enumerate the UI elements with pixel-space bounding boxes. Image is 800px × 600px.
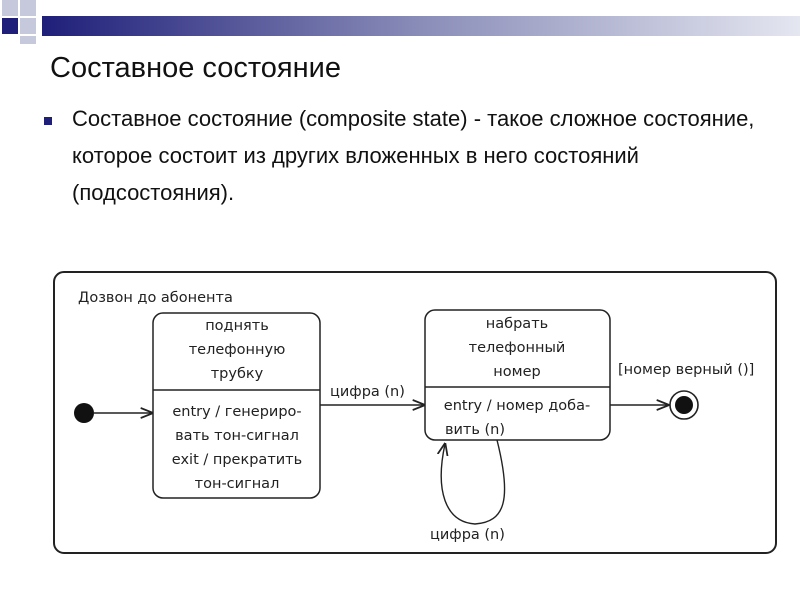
state-2-name-line: набрать [486,316,548,332]
slide-title: Составное состояние [50,52,341,84]
transition-label: цифра (n) [330,384,405,400]
state-2-action-line: entry / номер доба- [444,398,590,414]
state-1-name-line: телефонную [189,342,286,358]
composite-state [53,271,777,554]
composite-state-name: Дозвон до абонента [78,290,233,306]
state-2-action-line: вить (n) [445,422,505,438]
state-1-name-line: поднять [205,318,269,334]
state-1-action-line: entry / генериро- [172,404,301,420]
header-decoration [0,0,800,44]
header-square [2,18,18,34]
final-state-inner-icon [675,396,693,414]
self-transition-label: цифра (n) [430,527,505,543]
guard-label: [номер верный ()] [618,362,754,378]
header-square [20,18,36,34]
state-1-action-line: exit / прекратить [172,452,302,468]
header-square [20,36,36,44]
header-square [2,0,18,16]
header-band [42,16,800,36]
state-1-action-line: тон-сигнал [195,476,280,492]
self-transition-loop [441,439,506,525]
state-1-action-line: вать тон-сигнал [175,428,299,444]
initial-state-icon [74,403,94,423]
header-square [20,0,36,16]
bullet-square-icon [44,117,52,125]
state-2-name-line: телефонный [469,340,566,356]
bullet-text: Составное состояние (composite state) - … [72,106,755,205]
state-1-name-line: трубку [211,366,264,382]
state-box-2 [424,309,611,441]
state-2-name-line: номер [493,364,540,380]
